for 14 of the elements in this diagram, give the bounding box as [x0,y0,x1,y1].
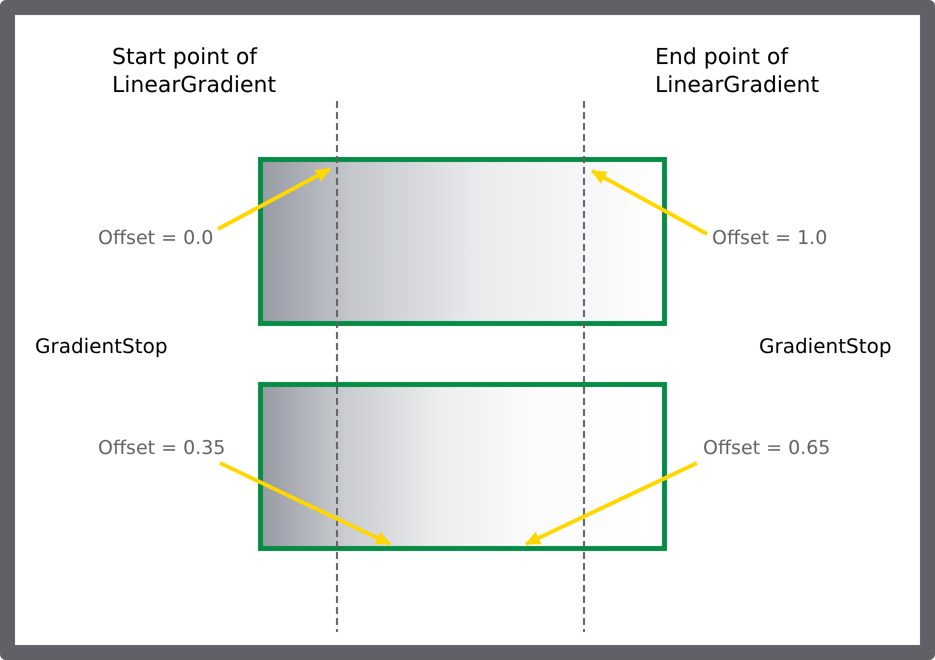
arrow [591,169,708,236]
gradient-rectangle [258,157,667,326]
gradient-rectangle [258,382,667,551]
arrow [219,461,391,546]
offset-label: Offset = 1.0 [712,227,828,250]
offset-label: Offset = 0.0 [98,227,214,250]
gradient-stop-label: GradientStop [35,334,169,360]
offset-label: Offset = 0.65 [703,437,830,460]
point-label: End point of LinearGradient [655,44,820,100]
gradient-stop-label: GradientStop [759,334,893,360]
arrow [217,167,331,231]
arrow [525,461,698,546]
offset-label: Offset = 0.35 [98,437,226,460]
point-label: Start point of LinearGradient [112,44,278,100]
